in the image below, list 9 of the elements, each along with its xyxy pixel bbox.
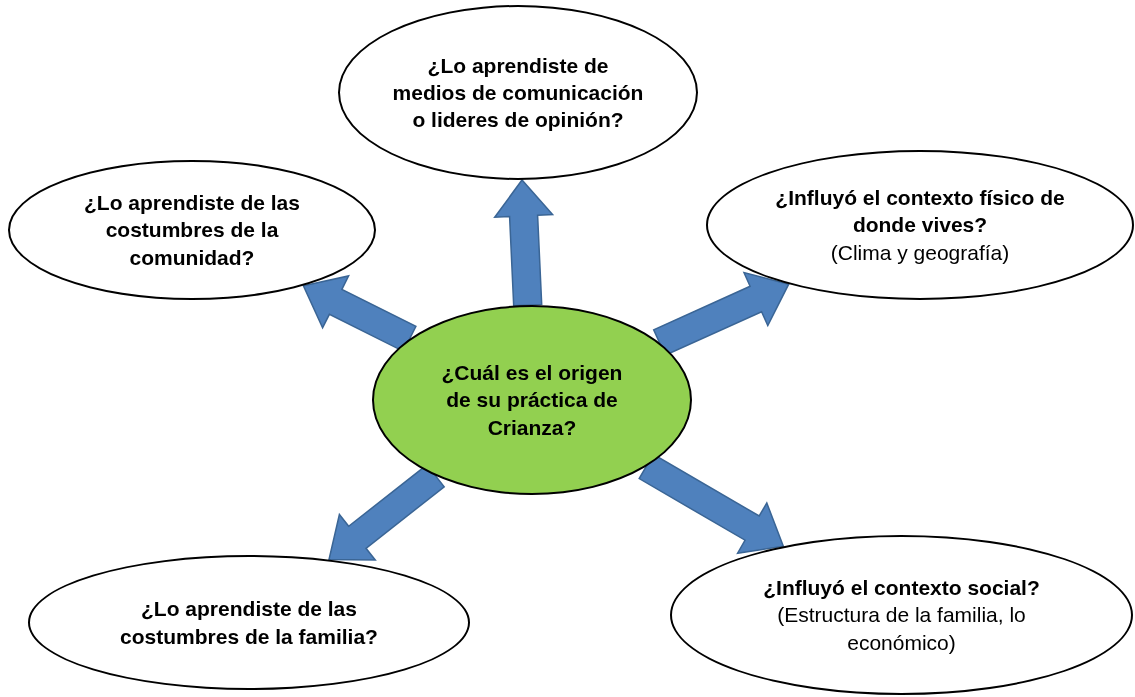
question-text: ¿Lo aprendiste de las costumbres de la comunidad? (83, 190, 301, 271)
question-text: ¿Influyó el contexto físico de donde vives? (774, 185, 1066, 239)
question-text: ¿Cuál es el origen de su práctica de Crianza? (440, 360, 624, 441)
question-text: ¿Lo aprendiste de las costumbres de la familia? (119, 596, 379, 650)
note-text: (Estructura de la familia, lo económico) (776, 602, 1027, 656)
note-text: (Clima y geografía) (829, 239, 1011, 266)
question-text: ¿Influyó el contexto social? (762, 575, 1041, 602)
question-text: ¿Lo aprendiste de medios de comunicación o lideres de opinión? (391, 52, 645, 134)
block-arrow (493, 178, 555, 307)
